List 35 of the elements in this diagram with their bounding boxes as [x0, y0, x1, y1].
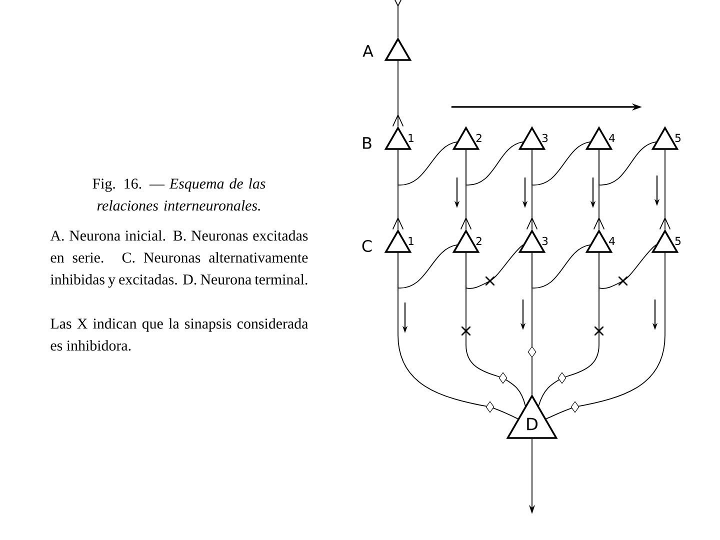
- connector: [460, 149, 472, 230]
- connector: [462, 252, 526, 406]
- caption-note: Las X indican que la sinapsis considerada es inhibidora.: [50, 318, 308, 351]
- neuron-label: 3: [542, 236, 548, 246]
- connector: [598, 244, 656, 289]
- neuron-label: 4: [609, 134, 615, 142]
- connector: [528, 252, 536, 395]
- connector: [392, 60, 404, 127]
- connector: [398, 244, 458, 288]
- connector: [526, 149, 538, 230]
- connector: [398, 142, 458, 186]
- connector: [594, 149, 604, 230]
- connector: [538, 252, 604, 406]
- neuron-label: 5: [675, 134, 681, 142]
- caption: A. Neurona inicial. B. Neuronas excitadas en serie. C. Neuronas alternativamente inhibidas y excitadas. D. Neurona terminal.: [50, 230, 308, 288]
- connector: [532, 142, 590, 186]
- connector: [532, 244, 590, 288]
- connector: [546, 252, 666, 420]
- connector: [466, 244, 524, 289]
- neuron-label: 1: [408, 237, 414, 245]
- neuron-label: A: [362, 45, 374, 57]
- neuron-label: 3: [542, 134, 548, 142]
- connector: [398, 252, 518, 420]
- neuron-label: 4: [609, 237, 615, 245]
- neuron-label: 2: [476, 134, 482, 142]
- row-label: B: [363, 137, 372, 149]
- connector: [394, 0, 402, 38]
- connector: [660, 149, 670, 230]
- neuron-label: 2: [476, 236, 482, 246]
- neuron-label: 1: [408, 134, 414, 142]
- neuron-label: 5: [675, 236, 681, 246]
- connector: [466, 142, 524, 186]
- connector: [392, 149, 404, 230]
- figure-title: Fig. 16. — Esquema de las relaciones interneuronales.: [92, 178, 266, 211]
- connector: [598, 142, 656, 186]
